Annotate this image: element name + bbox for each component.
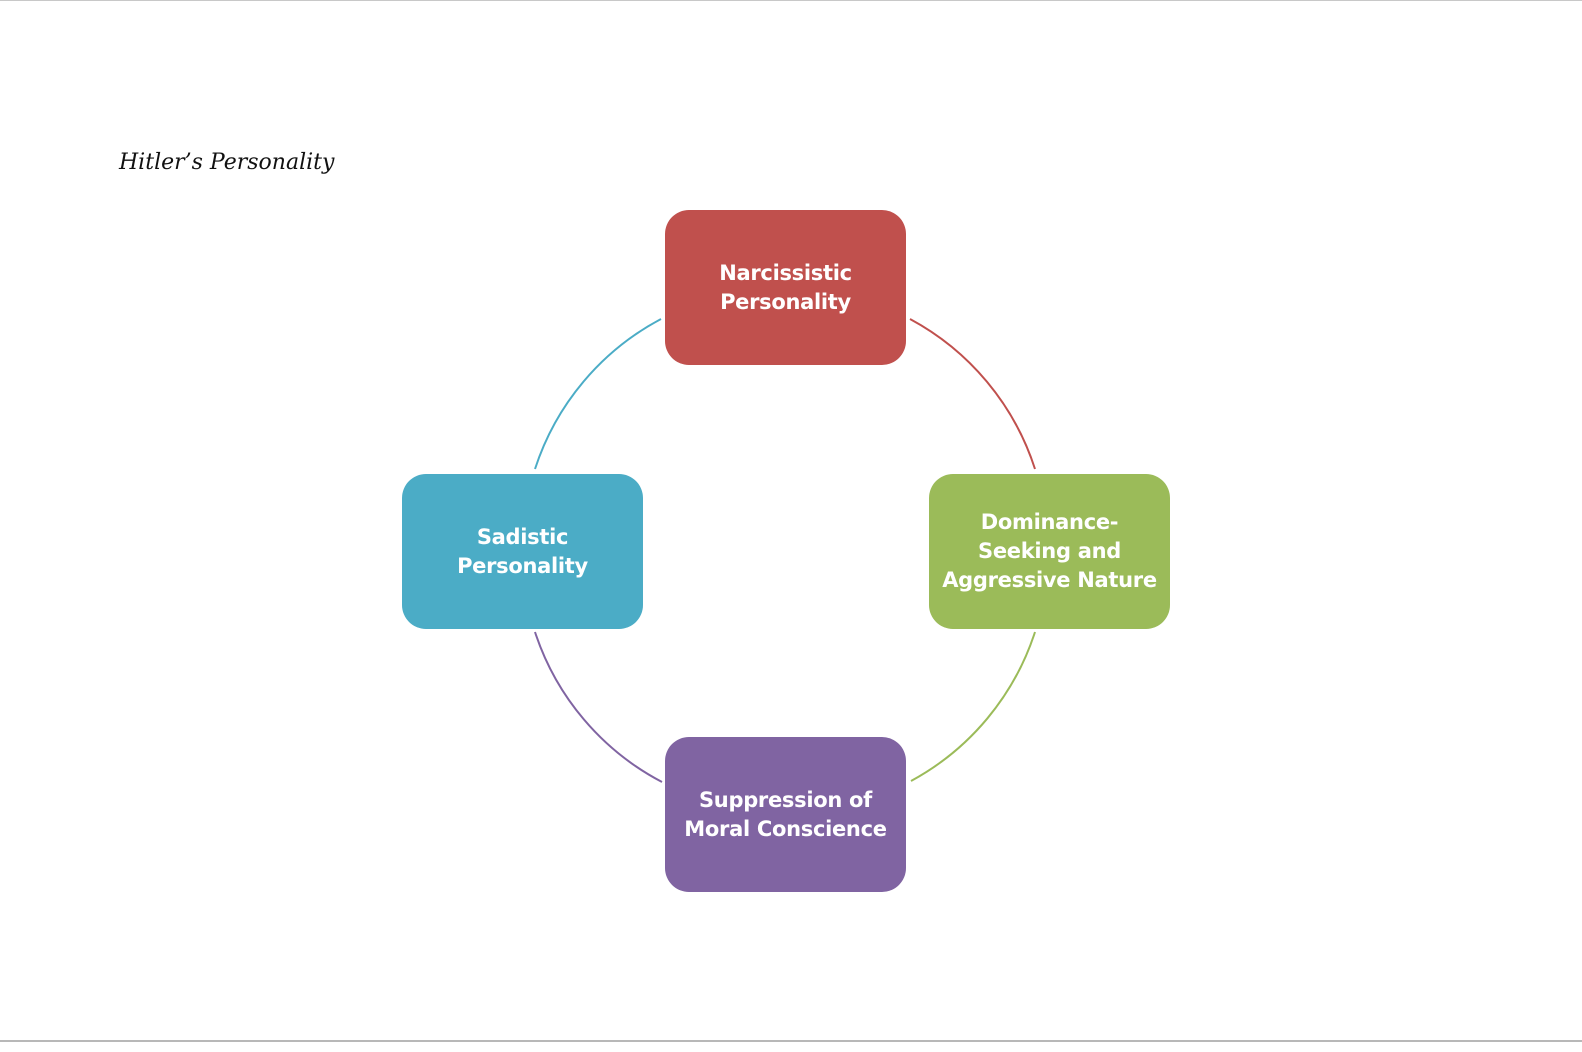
connector-suppression-to-sadistic (534, 631, 663, 783)
node-sadistic-personality: Sadistic Personality (402, 474, 643, 629)
figure-caption: Hitler’s Personality (119, 150, 335, 175)
connector-narcissistic-to-dominance (909, 318, 1036, 470)
connector-dominance-to-suppression (910, 631, 1036, 782)
node-suppression-of-moral-conscience: Suppression of Moral Conscience (665, 737, 906, 892)
node-label: Sadistic Personality (457, 524, 588, 578)
top-divider (0, 0, 1582, 1)
node-label: Dominance- Seeking and Aggressive Nature (942, 510, 1157, 592)
node-narcissistic-personality: Narcissistic Personality (665, 210, 906, 365)
connector-sadistic-to-narcissistic (534, 318, 662, 470)
bottom-divider (0, 1040, 1582, 1042)
node-label: Suppression of Moral Conscience (684, 787, 887, 841)
node-dominance-seeking: Dominance- Seeking and Aggressive Nature (929, 474, 1170, 629)
node-label: Narcissistic Personality (719, 260, 852, 314)
